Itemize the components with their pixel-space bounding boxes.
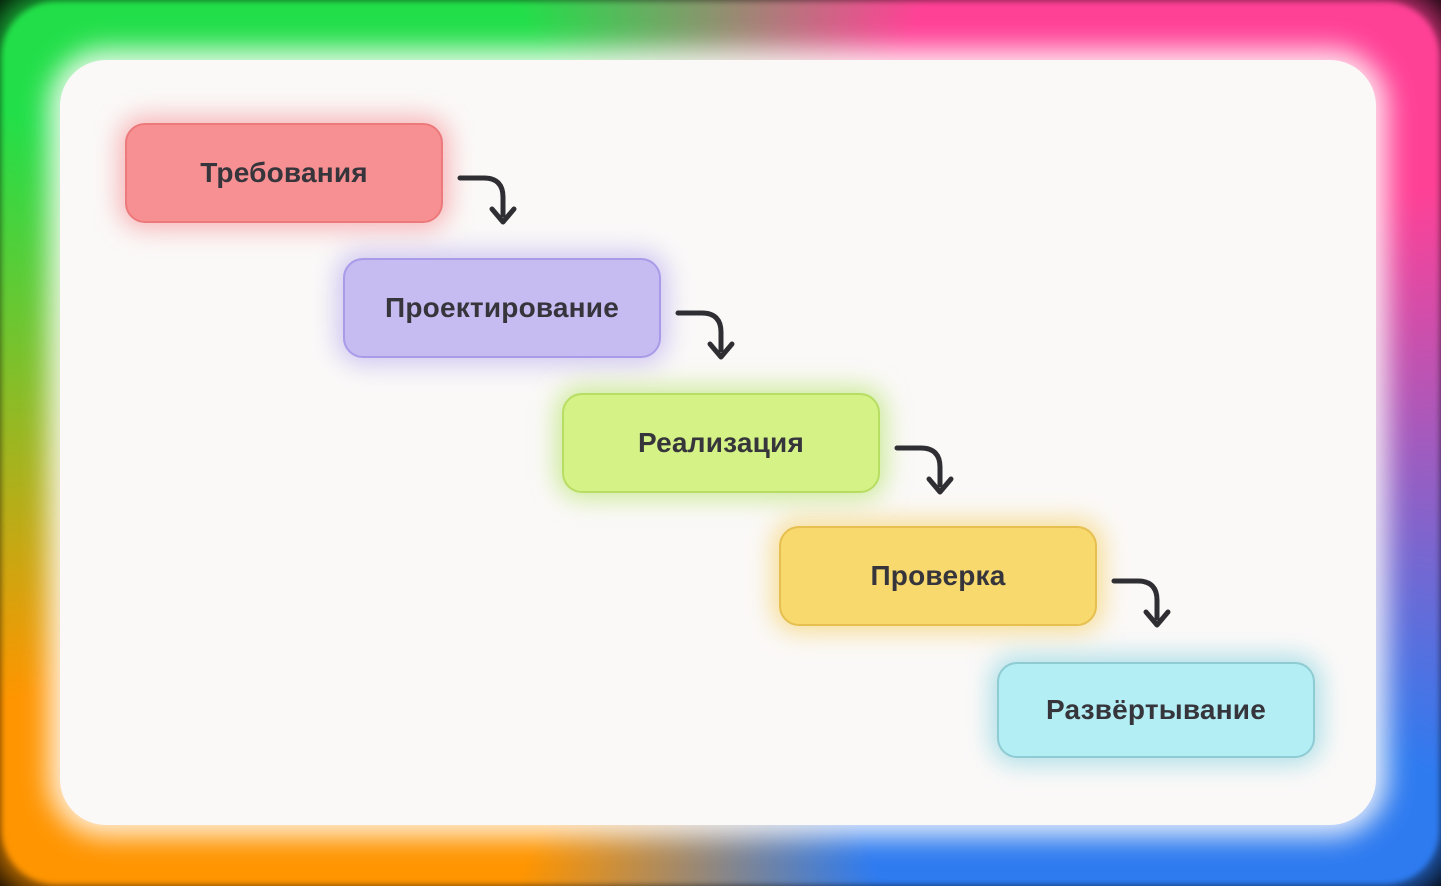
- curved-arrow-icon: [673, 300, 737, 368]
- curved-arrow-icon: [1109, 568, 1173, 636]
- step-label-deployment: Развёртывание: [1046, 694, 1266, 725]
- step-label-requirements: Требования: [200, 157, 368, 188]
- step-design: Проектирование: [343, 258, 661, 358]
- curved-arrow-icon: [892, 435, 956, 503]
- step-label-verification: Проверка: [870, 560, 1006, 591]
- curved-arrow-icon: [455, 165, 519, 233]
- step-implementation: Реализация: [562, 393, 880, 493]
- step-verification: Проверка: [779, 526, 1097, 626]
- diagram-card: Требования Проектирование Реализация: [60, 60, 1376, 825]
- step-requirements: Требования: [125, 123, 443, 223]
- step-label-design: Проектирование: [385, 292, 619, 323]
- step-deployment: Развёртывание: [997, 662, 1315, 758]
- step-label-implementation: Реализация: [637, 427, 804, 458]
